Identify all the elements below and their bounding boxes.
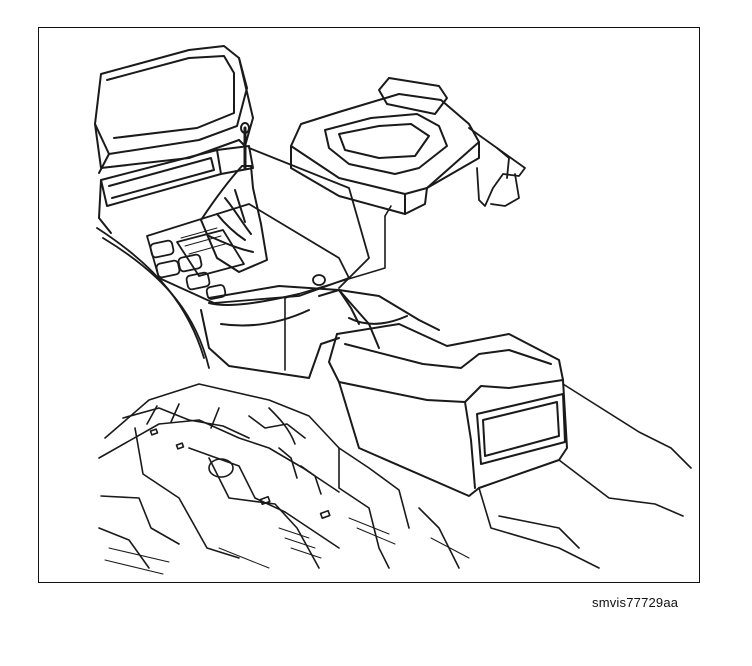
floor-pan bbox=[98, 383, 460, 569]
lid-bracket bbox=[468, 127, 526, 207]
floor-ribbing bbox=[104, 517, 470, 575]
armrest-cupholder-lid bbox=[290, 77, 480, 215]
lower-dash-sweep bbox=[96, 147, 370, 369]
console-exploded-illustration bbox=[94, 45, 692, 575]
shift-boot bbox=[200, 122, 268, 273]
figure-id-label: smvis77729aa bbox=[592, 595, 679, 610]
leader-lines bbox=[284, 205, 392, 371]
instrument-panel-hood bbox=[94, 45, 254, 174]
console-body bbox=[200, 285, 568, 497]
console-rear-extension bbox=[478, 383, 692, 569]
figure-frame bbox=[38, 27, 700, 583]
